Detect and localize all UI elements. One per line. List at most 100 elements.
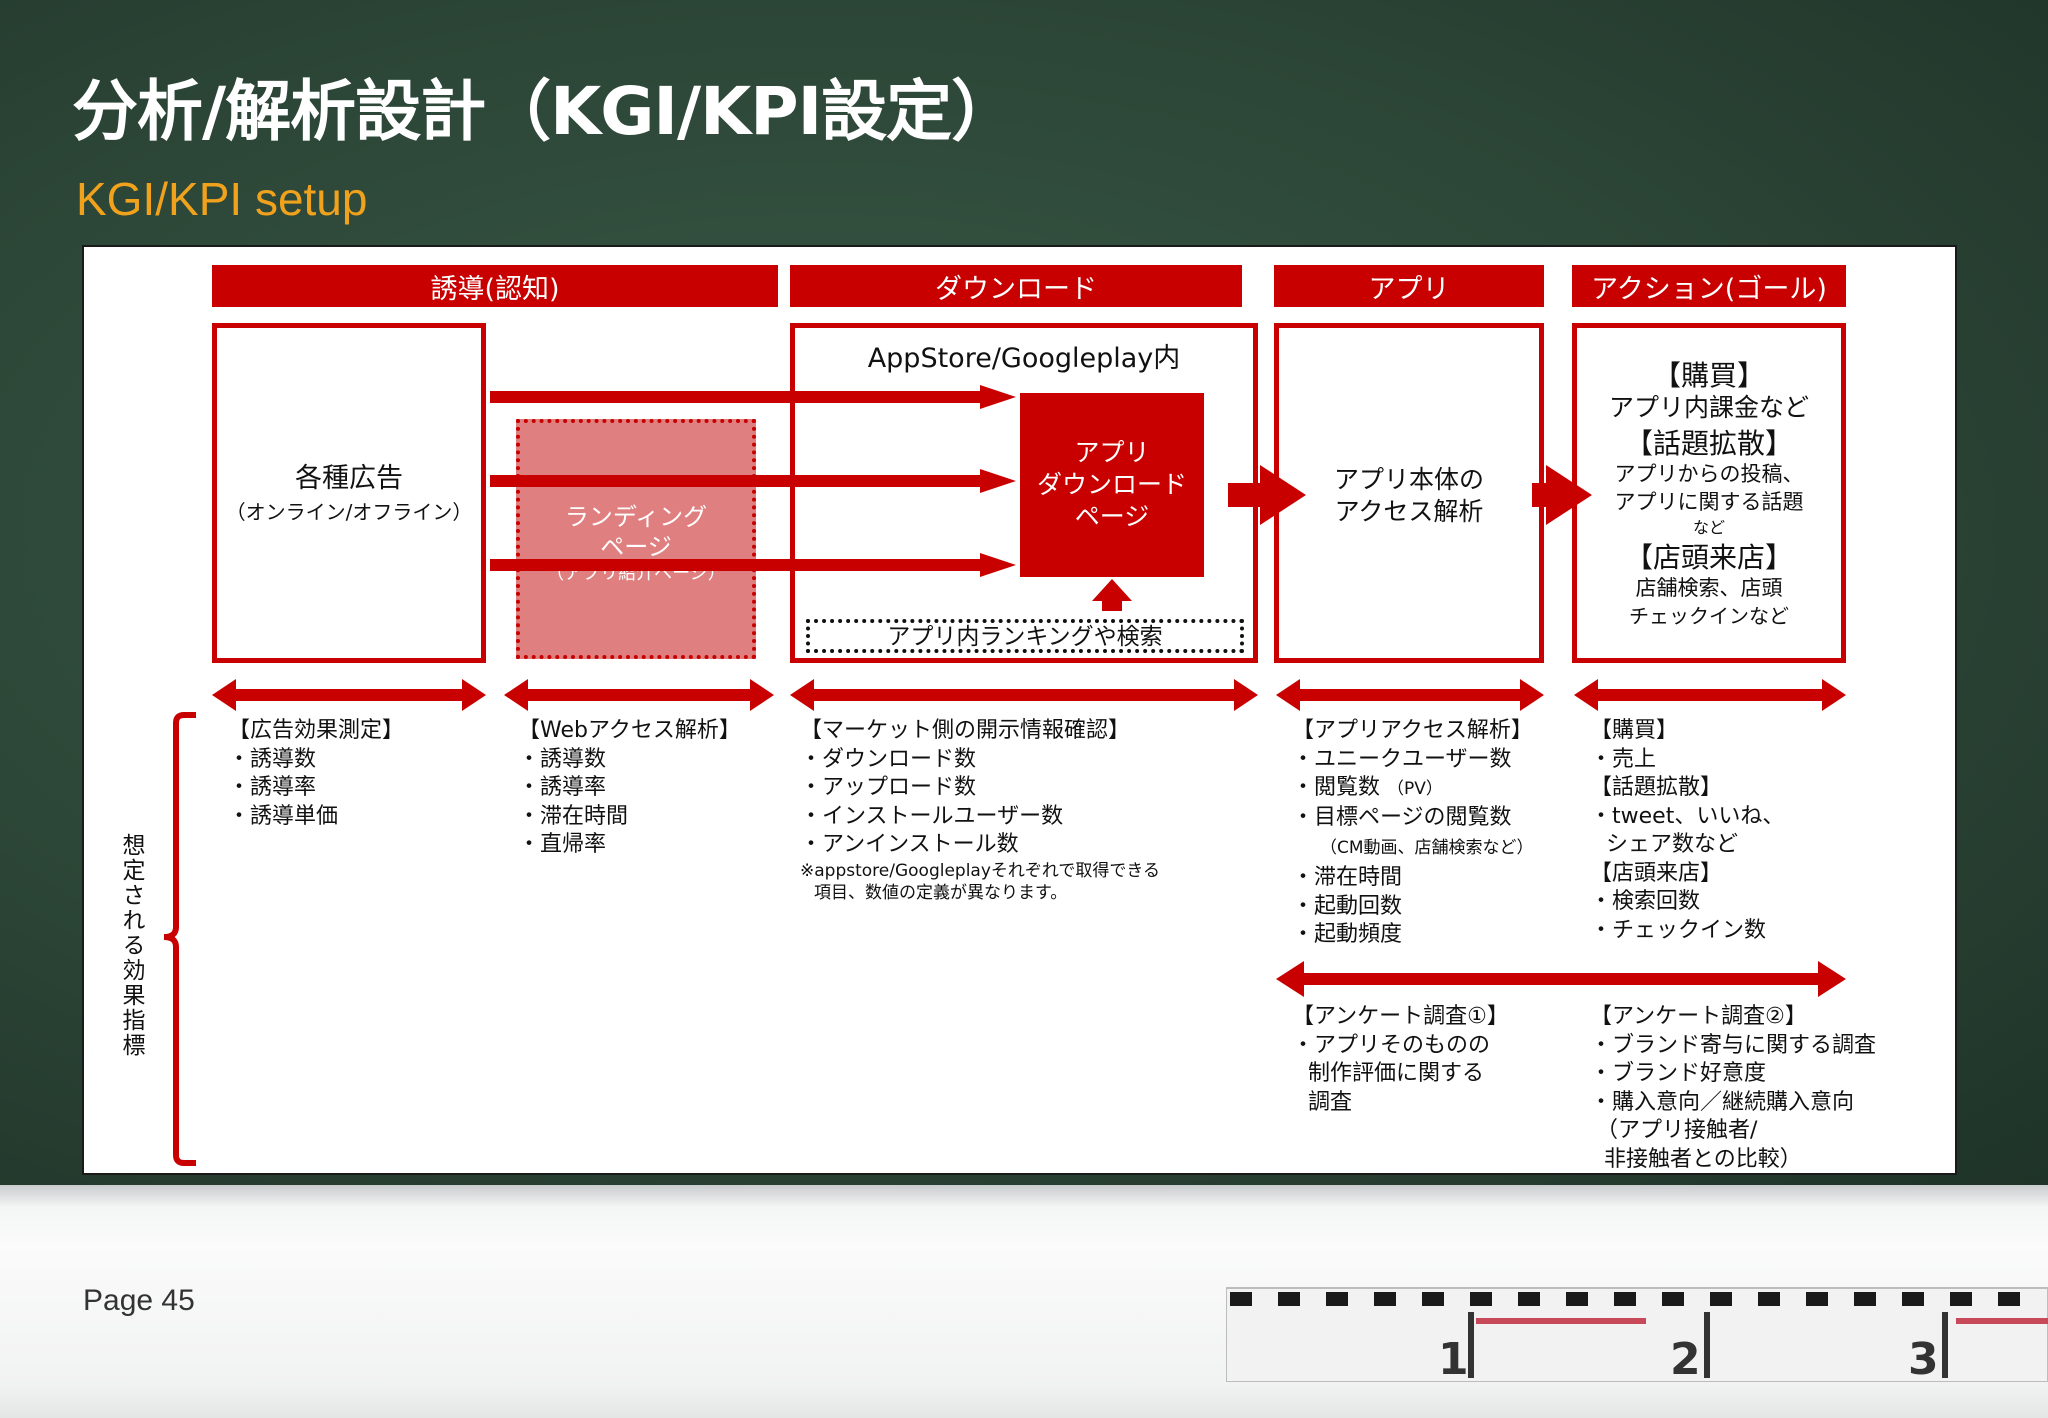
- list-item: ・ブランド好意度: [1590, 1061, 1767, 1086]
- metrics-ad: 【広告効果測定】 ・誘導数 ・誘導率 ・誘導単価: [228, 717, 404, 831]
- list-item: ・起動回数: [1292, 893, 1403, 919]
- goal-spread-text-1: アプリからの投稿、: [1614, 462, 1804, 486]
- list-item: 制作評価に関する: [1308, 1061, 1485, 1086]
- header-download: ダウンロード: [790, 265, 1242, 307]
- double-arrow-web: [504, 679, 774, 711]
- diagram-panel: 誘導(認知) ダウンロード アプリ アクション(ゴール) 各種広告 （オンライン…: [82, 245, 1957, 1175]
- app-analysis-label-2: アクセス解析: [1334, 497, 1484, 526]
- list-item: ・チェックイン数: [1590, 917, 1767, 943]
- goal-store-text-2: チェックインなど: [1629, 604, 1789, 628]
- metrics-market-note-2: 項目、数値の定義が異なります。: [814, 882, 1068, 903]
- diagram-arrows: [163, 385, 1846, 1166]
- fat-arrow-app-to-goal: [1532, 465, 1592, 525]
- list-item: ・検索回数: [1590, 889, 1701, 914]
- landing-label-2: ページ: [600, 533, 672, 561]
- list-item: ・誘導率: [518, 775, 607, 800]
- list-item-text: ・閲覧数: [1292, 775, 1381, 800]
- goal-spread-text-2: アプリに関する話題: [1614, 490, 1804, 514]
- ads-box: 各種広告 （オンライン/オフライン）: [212, 323, 486, 663]
- slide-subtitle: KGI/KPI setup: [76, 173, 368, 225]
- ruler-ticks: [1230, 1292, 2020, 1306]
- dl-page-label-2: ダウンロード: [1036, 470, 1187, 499]
- landing-label-1: ランディング: [564, 503, 708, 531]
- list-item: 【店頭来店】: [1590, 860, 1723, 886]
- metrics-survey-1: 【アンケート調査①】 ・アプリそのものの 制作評価に関する 調査: [1292, 1003, 1509, 1117]
- goal-purchase-text: アプリ内課金など: [1608, 393, 1809, 422]
- store-label: AppStore/Googleplay内: [867, 343, 1181, 374]
- goal-store-heading: 【店頭来店】: [1624, 541, 1793, 574]
- list-item: 【アンケート調査②】: [1590, 1004, 1807, 1029]
- list-item: ・誘導率: [228, 775, 317, 800]
- metrics-ad-title: 【広告効果測定】: [228, 718, 405, 743]
- fat-arrow-store-to-app: [1228, 465, 1306, 525]
- dl-page-label-1: アプリ: [1074, 438, 1150, 467]
- goal-spread-text-3: など: [1692, 518, 1725, 537]
- list-item: ・ダウンロード数: [800, 746, 977, 772]
- metrics-market-title: 【マーケット側の開示情報確認】: [800, 718, 1131, 743]
- list-item: ・誘導単価: [228, 803, 339, 829]
- metrics-web-title: 【Webアクセス解析】: [518, 718, 741, 743]
- list-item: ・売上: [1590, 746, 1657, 772]
- arrow-shaft-1: [490, 391, 986, 403]
- list-item: ・購入意向／継続購入意向: [1590, 1089, 1855, 1115]
- arrow-shaft-3: [490, 559, 986, 571]
- list-item-note: （CM動画、店舗検索など）: [1320, 838, 1534, 858]
- ruler-line-1: [1468, 1312, 1474, 1378]
- ruler-number-2: 2: [1670, 1334, 1701, 1382]
- ranking-box: アプリ内ランキングや検索: [806, 619, 1244, 653]
- header-app: アプリ: [1274, 265, 1544, 307]
- ranking-label: アプリ内ランキングや検索: [887, 624, 1163, 650]
- page-number: Page 45: [83, 1284, 195, 1317]
- app-analysis-label-1: アプリ本体の: [1333, 465, 1484, 494]
- app-analysis-box: アプリ本体の アクセス解析: [1274, 323, 1544, 663]
- goal-store-text-1: 店舗検索、店頭: [1635, 576, 1783, 600]
- metrics-app-title: 【アプリアクセス解析】: [1292, 718, 1533, 743]
- ruler-marker-1: [1476, 1318, 1646, 1324]
- list-item: （アプリ接触者/: [1596, 1118, 1758, 1143]
- download-page-box: アプリ ダウンロード ページ: [1020, 393, 1204, 577]
- list-item: 調査: [1308, 1089, 1353, 1115]
- list-item: ・直帰率: [518, 832, 607, 857]
- metrics-market: 【マーケット側の開示情報確認】 ・ダウンロード数 ・アップロード数 ・インストー…: [800, 717, 1160, 904]
- ads-label: 各種広告: [295, 463, 403, 494]
- side-label: 想定される効果指標: [118, 833, 144, 1058]
- goal-spread-heading: 【話題拡散】: [1624, 427, 1793, 460]
- list-item: ・tweet、いいね、: [1590, 803, 1785, 829]
- arrow-shaft-2: [490, 475, 986, 487]
- arrowhead-1: [980, 385, 1016, 409]
- ads-sublabel: （オンライン/オフライン）: [225, 500, 473, 524]
- goal-purchase-heading: 【購買】: [1652, 359, 1765, 392]
- ruler-marker-2: [1956, 1318, 2048, 1324]
- list-item: ・起動頻度: [1292, 922, 1403, 947]
- list-item: ・アンインストール数: [800, 832, 1019, 857]
- up-arrow: [1092, 579, 1132, 611]
- list-item-note: （PV）: [1387, 779, 1443, 799]
- list-item: 非接触者との比較）: [1604, 1146, 1802, 1172]
- list-item: 【購買】: [1590, 718, 1679, 743]
- header-induction: 誘導(認知): [212, 265, 778, 307]
- list-item: シェア数など: [1606, 832, 1739, 857]
- arrowhead-2: [980, 469, 1016, 493]
- list-item: ・アップロード数: [800, 775, 977, 800]
- double-arrow-survey: [1276, 961, 1846, 997]
- slide-title: 分析/解析設計（KGI/KPI設定）: [72, 73, 1017, 150]
- list-item: ・アプリそのものの: [1292, 1032, 1491, 1058]
- landing-page-box: ランディング ページ （アプリ紹介ページ）: [516, 419, 756, 659]
- list-item: ・誘導数: [518, 746, 607, 772]
- metrics-market-note-1: ※appstore/Googleplayそれぞれで取得できる: [800, 860, 1161, 881]
- list-item: ・ユニークユーザー数: [1292, 746, 1512, 772]
- goal-box: 【購買】 アプリ内課金など 【話題拡散】 アプリからの投稿、 アプリに関する話題…: [1572, 323, 1846, 663]
- ruler-number-3: 3: [1908, 1334, 1939, 1382]
- metrics-app-access: 【アプリアクセス解析】 ・ユニークユーザー数 ・閲覧数 （PV） ・目標ページの…: [1292, 717, 1534, 950]
- ruler-line-3: [1942, 1312, 1948, 1378]
- header-action: アクション(ゴール): [1572, 265, 1846, 307]
- metrics-survey-2: 【アンケート調査②】 ・ブランド寄与に関する調査 ・ブランド好意度 ・購入意向／…: [1590, 1003, 1876, 1174]
- double-arrow-goal: [1574, 679, 1846, 711]
- metrics-web: 【Webアクセス解析】 ・誘導数 ・誘導率 ・滞在時間 ・直帰率: [518, 717, 741, 860]
- arrowhead-3: [980, 553, 1016, 577]
- list-item: ・滞在時間: [518, 803, 629, 829]
- list-item: ・滞在時間: [1292, 865, 1403, 890]
- double-arrow-app: [1276, 679, 1544, 711]
- list-item: 【アンケート調査①】: [1292, 1004, 1509, 1029]
- list-item: ・インストールユーザー数: [800, 803, 1064, 829]
